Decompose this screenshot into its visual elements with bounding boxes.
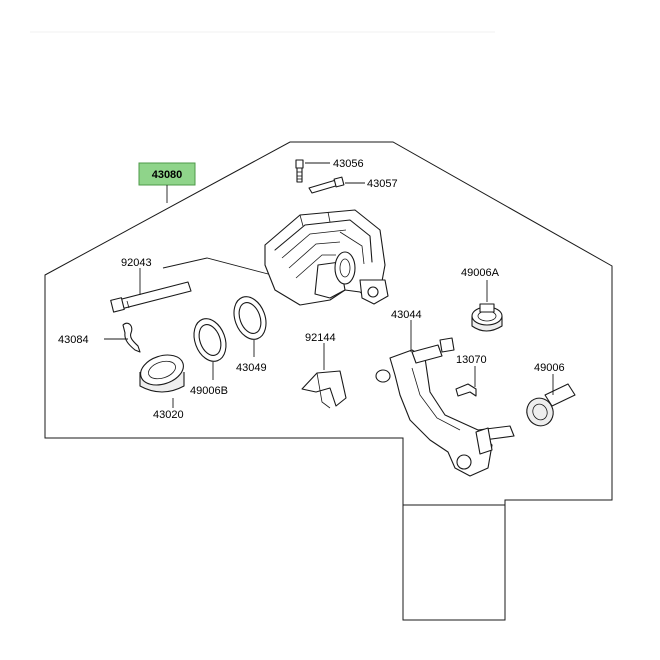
part-number-43080: 43080 bbox=[152, 169, 183, 181]
part-number-43044: 43044 bbox=[391, 309, 422, 321]
part-number-43049: 43049 bbox=[236, 362, 267, 374]
part-number-92043: 92043 bbox=[121, 257, 152, 269]
part-number-43056: 43056 bbox=[333, 158, 364, 170]
part-number-13070: 13070 bbox=[456, 354, 487, 366]
leader-pin-to-caliper bbox=[162, 257, 273, 276]
clip-43084 bbox=[122, 322, 141, 353]
piston-43020 bbox=[139, 354, 185, 393]
slide-pin-92043 bbox=[110, 281, 192, 313]
seal-49006B bbox=[193, 318, 227, 362]
part-number-43020: 43020 bbox=[153, 409, 184, 421]
part-number-43084: 43084 bbox=[58, 334, 89, 346]
part-number-49006: 49006 bbox=[534, 362, 565, 374]
clip-13070 bbox=[455, 383, 477, 397]
assembly-boundary bbox=[44, 141, 613, 621]
seal-43049 bbox=[233, 296, 267, 340]
part-number-43057: 43057 bbox=[367, 178, 398, 190]
boot-49006 bbox=[526, 383, 576, 427]
part-number-92144: 92144 bbox=[305, 332, 336, 344]
bracket-43044 bbox=[375, 337, 515, 477]
part-number-49006A: 49006A bbox=[461, 267, 500, 279]
boot-49006A bbox=[471, 303, 503, 332]
assembly-43080-label[interactable]: 43080 bbox=[138, 162, 196, 186]
spring-plate-92144 bbox=[301, 370, 347, 409]
part-number-49006B: 49006B bbox=[190, 385, 228, 397]
bleeder-valve-43056 bbox=[295, 159, 304, 183]
cap-43057 bbox=[308, 176, 345, 194]
caliper-body bbox=[264, 209, 389, 306]
